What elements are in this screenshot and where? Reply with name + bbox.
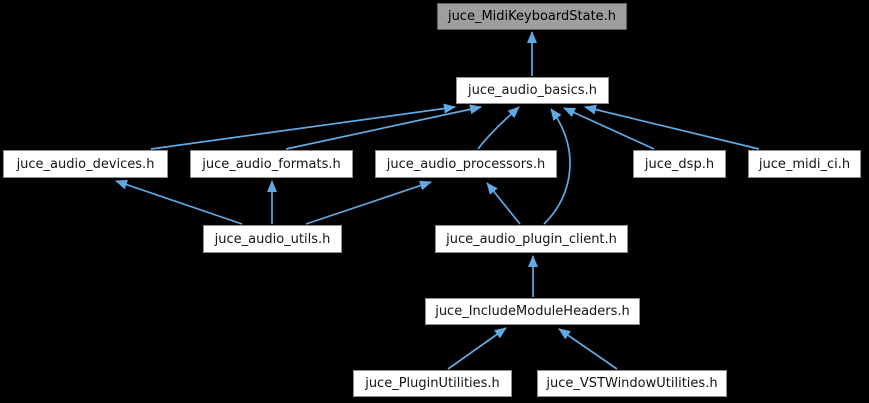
edge-vstWindowUtilities-to-includeModuleHeaders xyxy=(558,328,618,370)
node-audioDevices[interactable]: juce_audio_devices.h xyxy=(3,150,168,178)
node-audioUtils[interactable]: juce_audio_utils.h xyxy=(203,225,342,253)
node-audioPluginClient[interactable]: juce_audio_plugin_client.h xyxy=(435,225,628,253)
edge-audioDevices-to-audioBasics xyxy=(150,103,456,150)
edge-midiCi-to-audioBasics xyxy=(584,104,760,150)
node-pluginUtilities[interactable]: juce_PluginUtilities.h xyxy=(353,370,512,397)
node-vstWindowUtilities[interactable]: juce_VSTWindowUtilities.h xyxy=(537,370,727,397)
edge-audioPluginClient-to-audioBasics xyxy=(543,108,571,225)
node-midiCi[interactable]: juce_midi_ci.h xyxy=(748,150,861,178)
node-includeModuleHeaders[interactable]: juce_IncludeModuleHeaders.h xyxy=(425,298,640,325)
edge-audioUtils-to-audioProcessors xyxy=(305,180,432,225)
edge-audioFormats-to-audioBasics xyxy=(285,104,482,150)
node-midiKeyboardState: juce_MidiKeyboardState.h xyxy=(437,3,627,30)
node-audioBasics[interactable]: juce_audio_basics.h xyxy=(456,77,609,104)
edge-pluginUtilities-to-includeModuleHeaders xyxy=(447,327,507,370)
edge-audioPluginClient-to-audioProcessors xyxy=(486,182,521,225)
edge-group xyxy=(115,31,760,370)
node-dsp[interactable]: juce_dsp.h xyxy=(633,150,726,178)
node-audioProcessors[interactable]: juce_audio_processors.h xyxy=(375,150,557,178)
edge-audioProcessors-to-audioBasics xyxy=(477,106,520,150)
node-audioFormats[interactable]: juce_audio_formats.h xyxy=(190,150,353,178)
edge-audioUtils-to-audioDevices xyxy=(115,179,243,225)
edge-dsp-to-audioBasics xyxy=(563,107,655,150)
